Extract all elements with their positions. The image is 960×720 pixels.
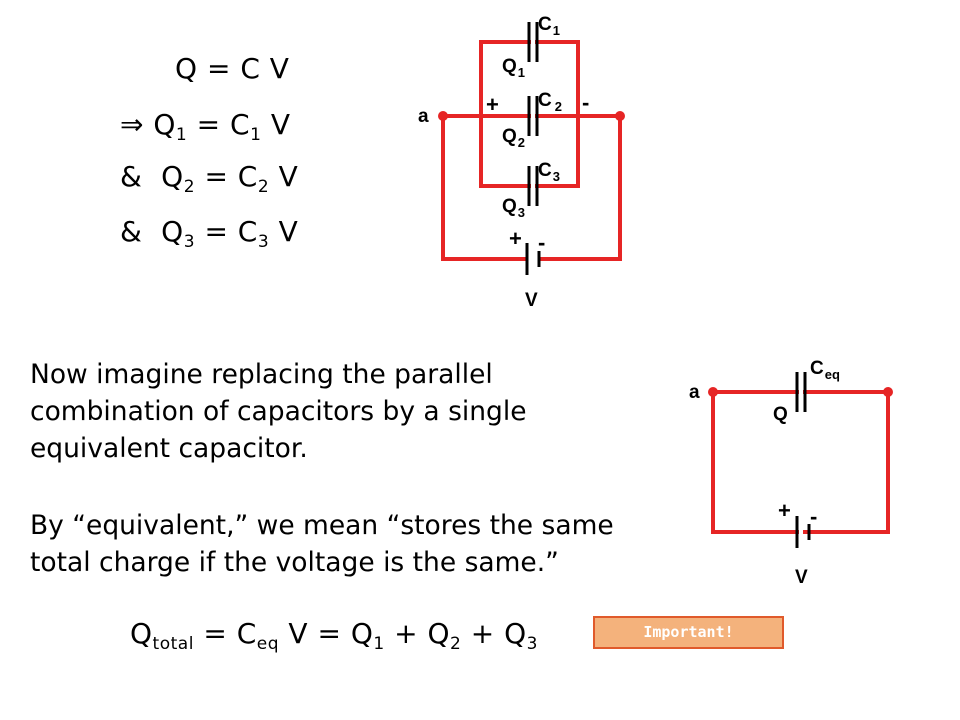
equivalent-node-a-label: a	[689, 382, 700, 403]
charge-q-label: Q	[773, 404, 788, 425]
wire-top-branch	[479, 40, 580, 118]
equivalent-circuit: a Ceq Q + - V	[689, 358, 893, 588]
minus-sign-c2: -	[582, 90, 589, 115]
important-button[interactable]: Important!	[593, 616, 784, 649]
equation-q3: & Q3 = C3 V	[120, 215, 299, 252]
equivalent-node-a-dot	[708, 387, 718, 397]
paragraph-equivalent: By “equivalent,” we mean “stores the sam…	[30, 510, 614, 578]
equivalent-battery-voltage-label: V	[795, 567, 808, 588]
capacitor-c3-label: C3	[538, 160, 560, 184]
equivalent-battery-minus-sign: -	[810, 504, 817, 529]
capacitor-c1-label: C1	[538, 14, 560, 38]
battery-voltage-label: V	[525, 290, 538, 311]
charge-q3-label: Q3	[502, 196, 525, 220]
wire-equivalent-loop	[711, 390, 890, 534]
implies-arrow: ⇒	[120, 108, 144, 141]
equation-q1: ⇒ Q1 = C1 V	[120, 108, 291, 145]
wire-bottom-branch	[479, 114, 580, 188]
equation-total: Qtotal = Ceq V = Q1 + Q2 + Q3	[130, 617, 538, 654]
node-b-dot	[615, 111, 625, 121]
charge-q2-label: Q2	[502, 126, 525, 150]
paragraph-replace: Now imagine replacing the parallel combi…	[30, 359, 527, 464]
equation-q2: & Q2 = C2 V	[120, 160, 299, 197]
equivalent-battery-plus-sign: +	[778, 498, 791, 523]
equivalent-node-b-dot	[883, 387, 893, 397]
wire-battery-loop	[441, 114, 622, 261]
node-a-dot	[438, 111, 448, 121]
capacitor-ceq-label: Ceq	[810, 358, 840, 382]
equation-q-cv: Q = C V	[175, 52, 290, 85]
battery-plus-sign: +	[509, 226, 522, 251]
battery-minus-sign: -	[538, 230, 545, 255]
plus-sign-c2: +	[486, 92, 499, 117]
charge-q1-label: Q1	[502, 56, 525, 80]
node-a-label: a	[418, 106, 429, 127]
